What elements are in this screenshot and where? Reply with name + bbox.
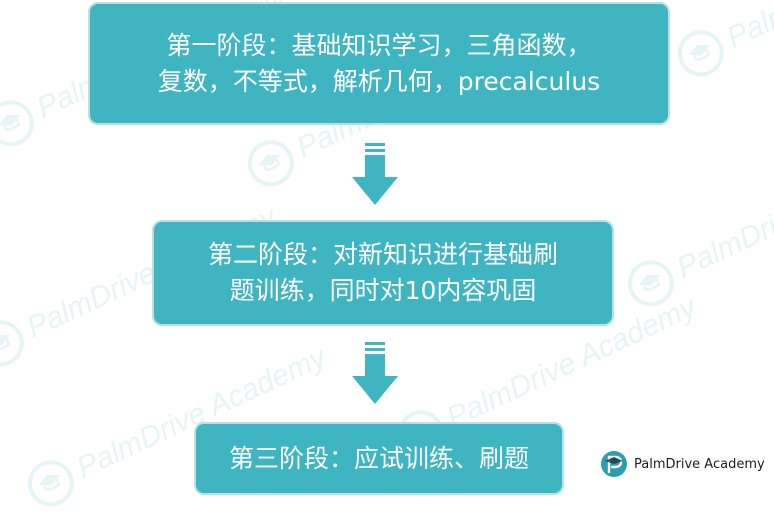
- palmdrive-logo: PalmDrive Academy: [600, 450, 765, 478]
- down-arrow-icon: [352, 342, 398, 404]
- stage-3-line-1: 第三阶段：应试训练、刷题: [228, 443, 529, 473]
- watermark: PalmDrive Academy: [670, 0, 774, 84]
- stage-1-text: 第一阶段：基础知识学习，三角函数， 复数，不等式，解析几何，precalculu…: [158, 28, 600, 100]
- graduation-cap-icon: [20, 452, 82, 514]
- stage-2-line-1: 第二阶段：对新知识进行基础刷: [207, 240, 558, 269]
- stage-1-line-2: 复数，不等式，解析几何，precalculus: [157, 66, 601, 96]
- graduation-cap-icon: [670, 22, 732, 84]
- stage-3-text: 第三阶段：应试训练、刷题: [229, 441, 529, 477]
- graduation-cap-icon: [0, 312, 32, 374]
- stage-2-text: 第二阶段：对新知识进行基础刷 题训练，同时对10内容巩固: [208, 237, 558, 309]
- stage-2-box: 第二阶段：对新知识进行基础刷 题训练，同时对10内容巩固: [152, 220, 614, 326]
- logo-text: PalmDrive Academy: [634, 456, 765, 472]
- watermark: PalmDrive Academy: [620, 135, 774, 314]
- graduation-cap-icon: [240, 132, 302, 194]
- watermark-text: PalmDrive Academy: [671, 140, 774, 285]
- stage-2-line-2: 题训练，同时对10内容巩固: [229, 276, 537, 305]
- watermark-text: PalmDrive Academy: [722, 0, 774, 56]
- graduation-cap-icon: [0, 92, 42, 154]
- down-arrow-icon: [352, 143, 398, 205]
- stage-1-box: 第一阶段：基础知识学习，三角函数， 复数，不等式，解析几何，precalculu…: [88, 2, 670, 125]
- graduation-cap-icon: [620, 252, 682, 314]
- stage-1-line-1: 第一阶段：基础知识学习，三角函数，: [166, 30, 592, 60]
- palmdrive-logo-icon: [601, 451, 627, 477]
- stage-3-box: 第三阶段：应试训练、刷题: [194, 422, 564, 495]
